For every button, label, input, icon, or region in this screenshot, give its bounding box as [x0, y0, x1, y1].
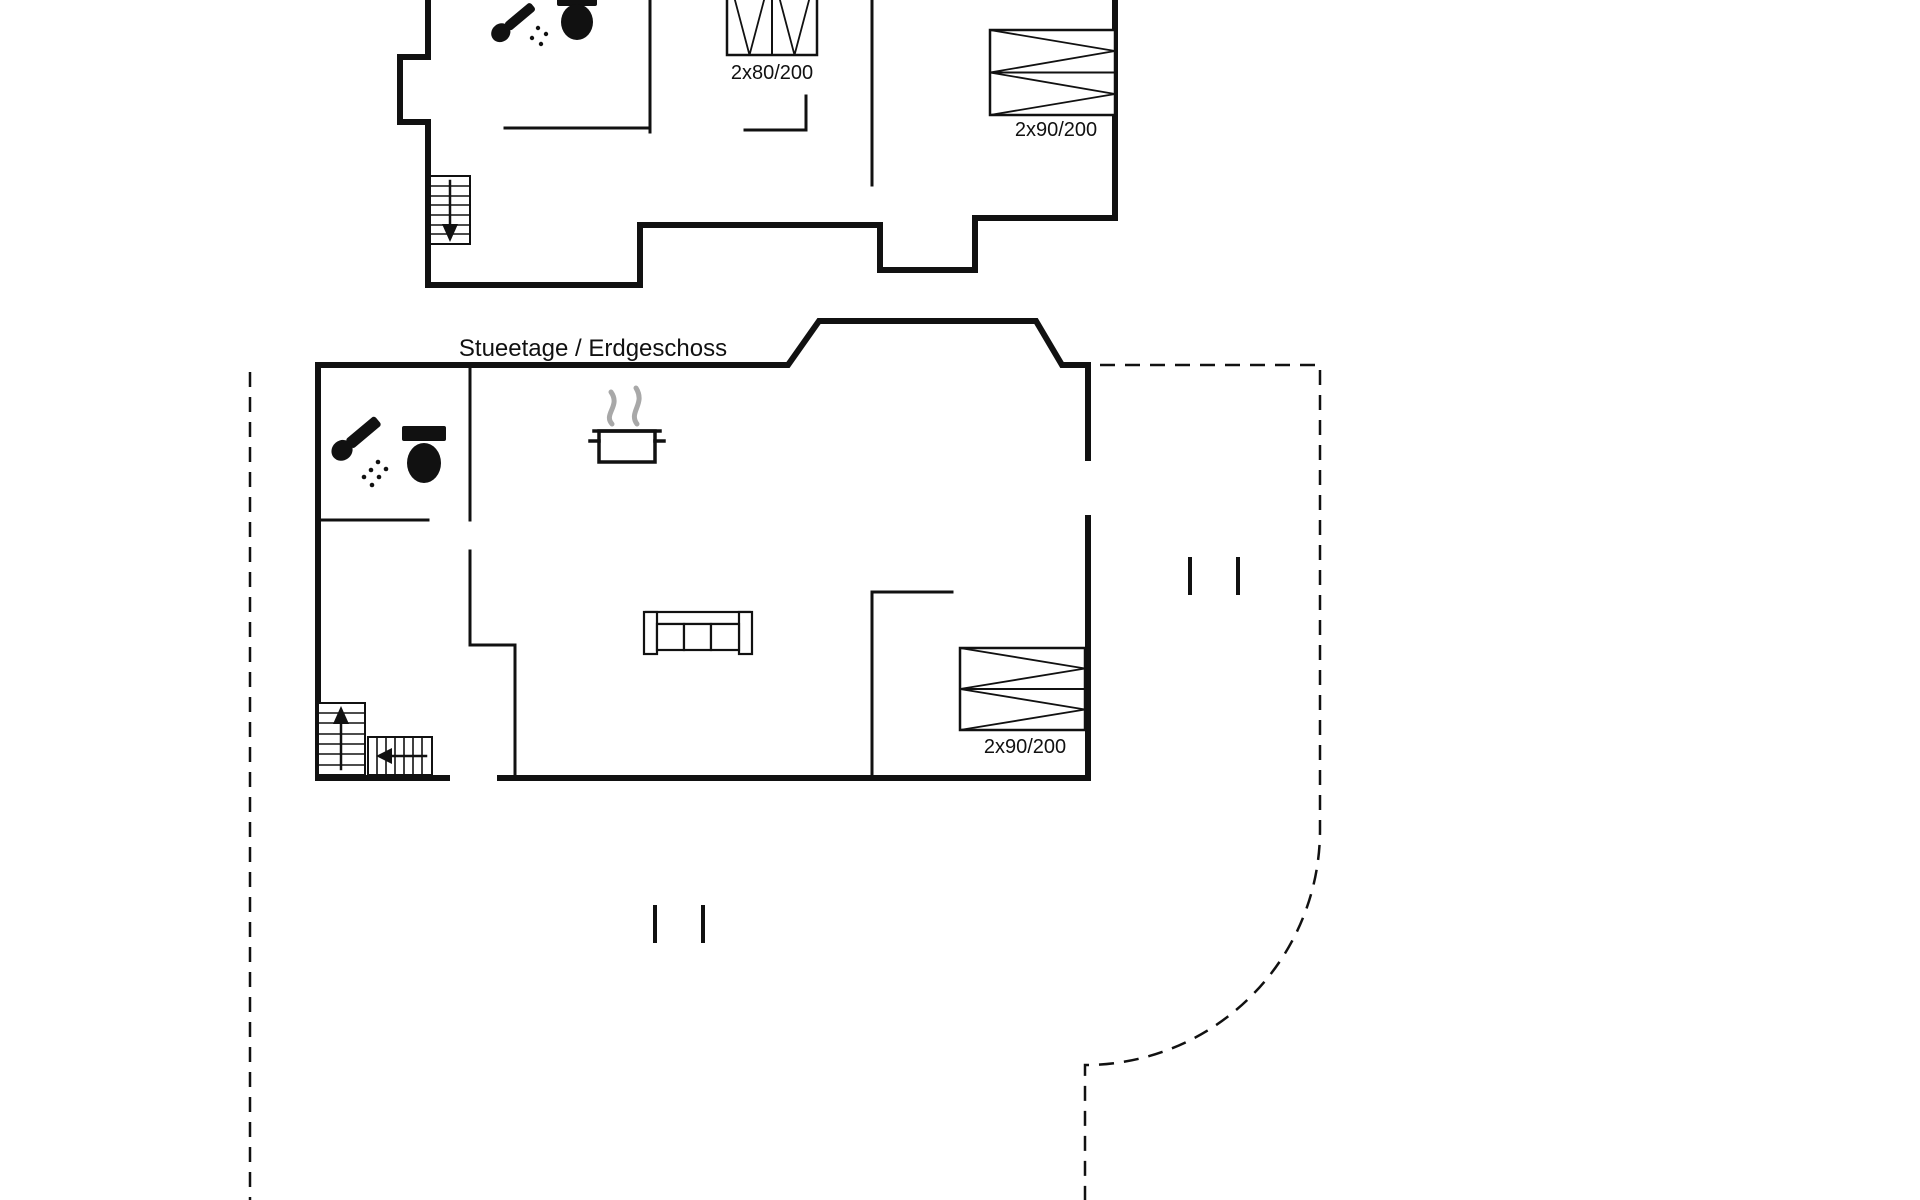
sofa-arm-right — [737, 610, 754, 656]
wall-bedroom — [870, 590, 954, 780]
shower-head — [491, 23, 511, 43]
toilet-tank — [402, 426, 446, 441]
wall-hall-jamb — [743, 94, 808, 132]
bed-fan-lines — [734, 0, 810, 57]
stair-arrow-head-down — [442, 224, 458, 242]
ground-outer-walls — [315, 318, 1091, 781]
sofa-icon — [642, 610, 754, 656]
toilet-tank — [557, 0, 597, 6]
upper-outer-walls — [397, 0, 1118, 288]
shower-head — [331, 439, 353, 461]
sofa-cushion — [709, 622, 741, 652]
opening-markers — [653, 557, 1240, 943]
upper-floor-plan: 2x80/200 2x90/200 — [397, 0, 1118, 288]
bed-fan-lines — [988, 28, 1117, 117]
stairs-down-icon — [429, 175, 471, 245]
boundary-right — [1083, 363, 1322, 1200]
ground-interior-walls — [316, 363, 954, 780]
shower-handle — [346, 416, 381, 448]
opening-marker-right — [1188, 557, 1240, 595]
stair-arrow-head-left — [376, 748, 392, 764]
bed-label-2x90-upper: 2x90/200 — [1015, 119, 1097, 141]
toilet-bowl — [407, 443, 441, 483]
toilet-icon — [402, 426, 446, 483]
wall-stair-enclosure — [468, 549, 517, 780]
double-bed-icon — [725, 0, 819, 57]
double-bed-icon — [958, 646, 1087, 732]
bed-label-2x90-ground: 2x90/200 — [984, 736, 1066, 758]
ground-floor-title: Stueetage / Erdgeschoss — [459, 335, 727, 362]
stairs-left-icon — [367, 736, 433, 776]
stair-arrow-head-up — [333, 706, 349, 724]
sofa-cushion — [682, 622, 713, 652]
opening-marker-bottom — [653, 905, 705, 943]
double-bed-icon — [988, 28, 1117, 117]
sofa-cushion — [655, 622, 686, 652]
shower-icon — [331, 416, 381, 461]
shower-handle — [504, 3, 535, 31]
shower-spray-dots — [361, 459, 389, 488]
ground-floor-plan: Stueetage / Erdgeschoss — [248, 318, 1322, 1200]
stairs-up-icon — [317, 702, 366, 776]
bed-fan-lines — [958, 646, 1087, 732]
shower-icon — [491, 3, 535, 43]
sofa-back — [644, 610, 752, 626]
steam-icon — [606, 385, 642, 427]
plot-boundary-dashed — [248, 363, 1322, 1200]
toilet-bowl — [561, 4, 593, 40]
toilet-icon — [557, 0, 597, 40]
sofa-arm-left — [642, 610, 659, 656]
shower-spray-dots — [529, 25, 549, 47]
pot-body — [597, 429, 657, 464]
upper-interior-walls — [503, 0, 874, 187]
cooking-pot-icon — [588, 385, 666, 464]
bed-label-2x80: 2x80/200 — [731, 62, 813, 84]
